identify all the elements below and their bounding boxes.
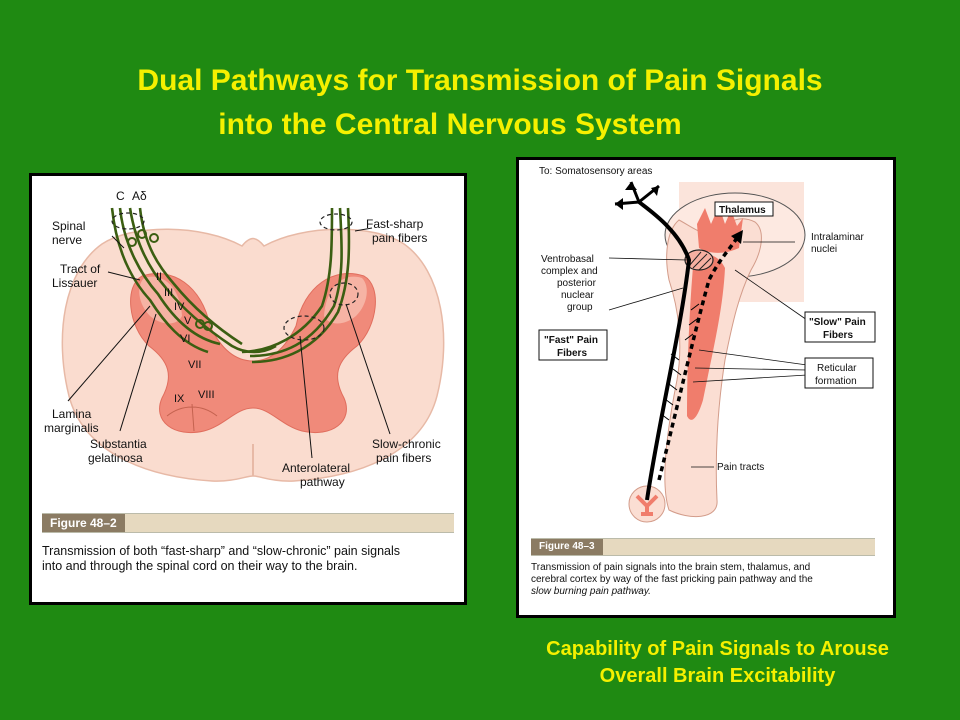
- slow-pain-fiber-path: [657, 237, 739, 481]
- figure-band-2: Figure 48–3: [531, 538, 875, 556]
- lamina-viii: VIII: [198, 389, 215, 401]
- fiber-nodes: [127, 229, 213, 331]
- leader-lines-2: [608, 241, 808, 468]
- slow-arrowhead: [731, 230, 743, 244]
- label-ventrobasal-5: group: [567, 302, 593, 313]
- caption2-line-3: slow burning pain pathway.: [531, 586, 651, 597]
- figure-tag-2: Figure 48–3: [531, 539, 603, 555]
- label-slow-fibers-2: Fibers: [823, 330, 853, 341]
- figure-48-3-panel: To: Somatosensory areas Thalamus Intrala…: [516, 157, 896, 618]
- caption-line-1: Transmission of both “fast-sharp” and “s…: [42, 544, 401, 558]
- label-slow-chronic: Slow-chronic: [372, 437, 441, 451]
- label-fast-fibers-2: Fibers: [557, 348, 587, 359]
- fast-pain-fiber-path: [637, 200, 692, 501]
- lamina-lines: [166, 403, 218, 432]
- slide-title-line-2: into the Central Nervous System: [218, 108, 682, 141]
- label-anterolateral: Anterolateral: [282, 461, 350, 475]
- intralaminar-nuclei: [697, 206, 743, 253]
- lamina-iv: IV: [174, 301, 185, 313]
- spinal-gray-matter: [635, 494, 659, 516]
- label-thalamus: Thalamus: [719, 205, 766, 216]
- figure-band: Figure 48–2: [42, 513, 454, 533]
- lamina-ix: IX: [174, 393, 185, 405]
- subtitle-line-2: Overall Brain Excitability: [599, 665, 836, 687]
- reticular-core: [687, 254, 725, 420]
- arrowhead-up: [625, 182, 637, 190]
- label-slow-fibers: "Slow" Pain: [809, 317, 866, 328]
- label-slow-chronic-2: pain fibers: [376, 451, 431, 465]
- fiber-label-a-delta: Aδ: [132, 189, 147, 203]
- caption-line-2: into and through the spinal cord on thei…: [42, 559, 358, 573]
- label-lamina-marginalis-2: marginalis: [44, 421, 99, 435]
- label-fast-sharp: Fast-sharp: [366, 217, 424, 231]
- label-reticular-2: formation: [815, 376, 857, 387]
- caption2-line-1: Transmission of pain signals into the br…: [531, 562, 811, 573]
- label-spinal-nerve: Spinal: [52, 219, 85, 233]
- slow-fibers-box: [804, 311, 876, 343]
- caption2-line-2: cerebral cortex by way of the fast prick…: [531, 574, 813, 585]
- right-pain-fibers: [241, 207, 351, 364]
- label-substantia-gelatinosa: Substantia: [90, 437, 147, 451]
- slide-title-line-1: Dual Pathways for Transmission of Pain S…: [137, 64, 823, 97]
- label-reticular: Reticular: [817, 363, 857, 374]
- figure-48-2-panel: C Aδ Spinal nerve Tract of Lissauer Fast…: [29, 173, 467, 605]
- lamina-ii: II: [156, 271, 162, 283]
- figure-caption-2: Transmission of pain signals into the br…: [531, 562, 881, 598]
- tract-markers: [111, 212, 359, 341]
- lamina-v: V: [184, 315, 192, 327]
- arrowhead-right: [651, 186, 659, 196]
- label-ventrobasal: Ventrobasal: [541, 254, 594, 265]
- subtitle-line-1: Capability of Pain Signals to Arouse: [546, 638, 889, 660]
- label-ventrobasal-3: posterior: [557, 278, 597, 289]
- label-ventrobasal-4: nuclear: [561, 290, 594, 301]
- lamina-vi: VI: [180, 333, 190, 345]
- label-fast-sharp-2: pain fibers: [372, 231, 427, 245]
- thalamus-box: [714, 201, 774, 217]
- leader-lines: [67, 227, 391, 459]
- label-ventrobasal-2: complex and: [541, 266, 598, 277]
- arrowhead-left: [615, 198, 623, 210]
- spinal-cord-diagram: C Aδ Spinal nerve Tract of Lissauer Fast…: [44, 189, 445, 489]
- figure-caption: Transmission of both “fast-sharp” and “s…: [42, 544, 458, 574]
- label-fast-fibers: "Fast" Pain: [544, 335, 598, 346]
- reticular-branches: [660, 303, 700, 421]
- label-tract-of-lissauer-2: Lissauer: [52, 276, 97, 290]
- label-somatosensory: To: Somatosensory areas: [539, 166, 652, 177]
- lamina-iii: III: [164, 287, 173, 299]
- label-anterolateral-2: pathway: [300, 475, 345, 489]
- label-tract-of-lissauer: Tract of: [60, 262, 101, 276]
- label-substantia-gelatinosa-2: gelatinosa: [88, 451, 143, 465]
- ventrobasal-hatch: [688, 251, 712, 271]
- label-intralaminar: Intralaminar: [811, 232, 864, 243]
- label-pain-tracts: Pain tracts: [717, 462, 764, 473]
- label-lamina-marginalis: Lamina: [52, 407, 92, 421]
- figure-tag: Figure 48–2: [42, 514, 125, 532]
- label-intralaminar-2: nuclei: [811, 244, 837, 255]
- fast-fibers-box: [538, 329, 608, 361]
- label-spinal-nerve-2: nerve: [52, 233, 82, 247]
- brainstem-diagram: To: Somatosensory areas Thalamus Intrala…: [538, 166, 876, 523]
- fiber-label-c: C: [116, 189, 125, 203]
- lamina-vii: VII: [188, 359, 201, 371]
- reticular-box: [804, 357, 874, 389]
